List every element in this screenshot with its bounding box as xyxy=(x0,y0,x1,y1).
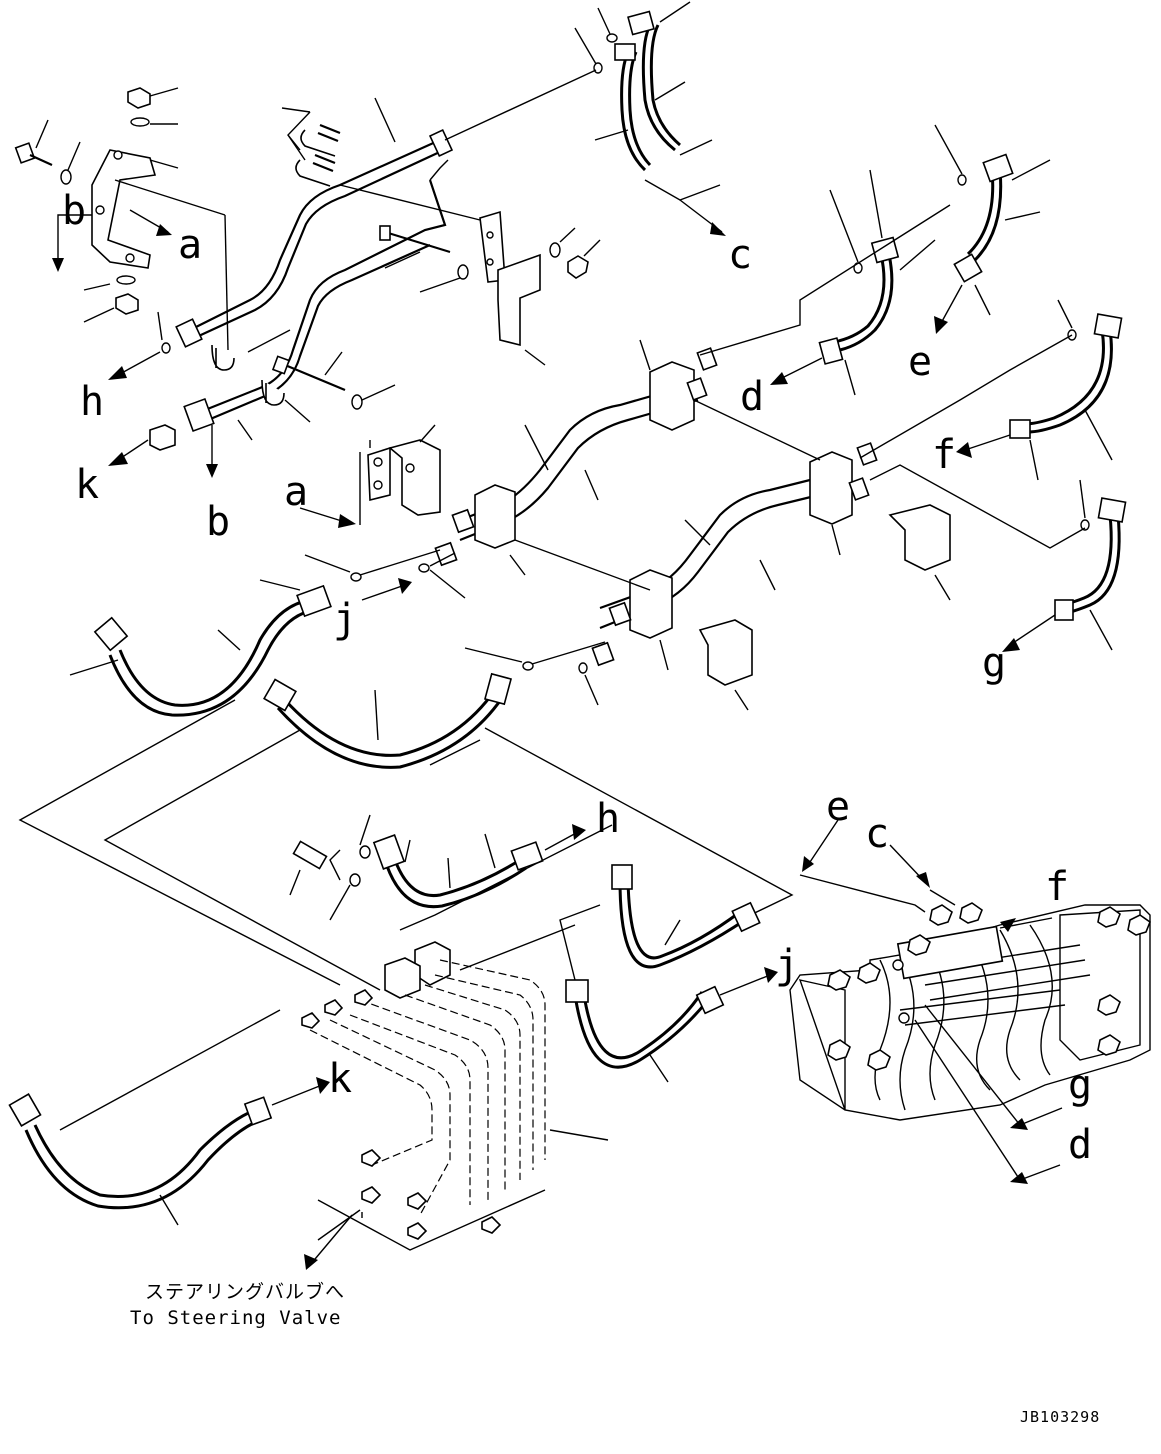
reference-outline-lines xyxy=(18,699,794,991)
label-f-upper: f xyxy=(932,432,956,478)
label-e-upper: e xyxy=(908,339,932,385)
tube-clamp-bracket-lower xyxy=(271,351,441,528)
hose-to-k xyxy=(8,1009,330,1226)
label-d-lower: d xyxy=(1068,1122,1092,1168)
hose-to-j-lower xyxy=(559,904,778,1083)
label-c-lower: c xyxy=(865,811,889,857)
caption: ステアリングバルブへ To Steering Valve xyxy=(130,1280,345,1329)
label-f-lower: f xyxy=(1045,864,1069,910)
label-e-lower: e xyxy=(826,784,850,830)
label-a-lower: a xyxy=(284,469,308,515)
callout-labels: b a c e h d f k a b j g e h c f j k g d xyxy=(62,188,1092,1168)
label-j-upper: j xyxy=(333,596,357,642)
label-b-upper: b xyxy=(62,188,86,234)
hoses-right xyxy=(699,124,1127,652)
label-k-upper: k xyxy=(75,462,99,508)
label-h-lower: h xyxy=(596,796,620,842)
label-j-lower: j xyxy=(775,942,799,988)
control-valve-assembly xyxy=(789,819,1151,1184)
upper-bracket-assembly xyxy=(14,87,229,351)
steering-valve-tubes xyxy=(301,924,609,1270)
hose-to-j-upper xyxy=(611,864,761,969)
label-c-upper: c xyxy=(728,232,752,278)
u-bolts xyxy=(211,107,341,423)
label-h-upper: h xyxy=(80,379,104,425)
upper-steel-tubes xyxy=(175,97,454,441)
caption-english: To Steering Valve xyxy=(130,1307,341,1329)
drawing-code: JB103298 xyxy=(1020,1408,1100,1426)
label-a-upper: a xyxy=(178,222,202,268)
hose-lower-center xyxy=(263,641,606,769)
tube-clamp-bracket-upper xyxy=(339,184,601,366)
label-d-upper: d xyxy=(740,374,764,420)
label-g-lower: g xyxy=(1068,1062,1092,1108)
hoses-c xyxy=(444,1,726,236)
caption-japanese: ステアリングバルブへ xyxy=(145,1280,345,1303)
label-g-upper: g xyxy=(982,640,1006,686)
hose-to-h xyxy=(289,814,613,931)
middle-tube-bundle xyxy=(434,339,951,711)
small-fittings-left xyxy=(108,311,218,478)
label-b-lower: b xyxy=(206,499,230,545)
label-k-lower: k xyxy=(328,1056,352,1102)
hose-lower-left xyxy=(69,549,466,717)
